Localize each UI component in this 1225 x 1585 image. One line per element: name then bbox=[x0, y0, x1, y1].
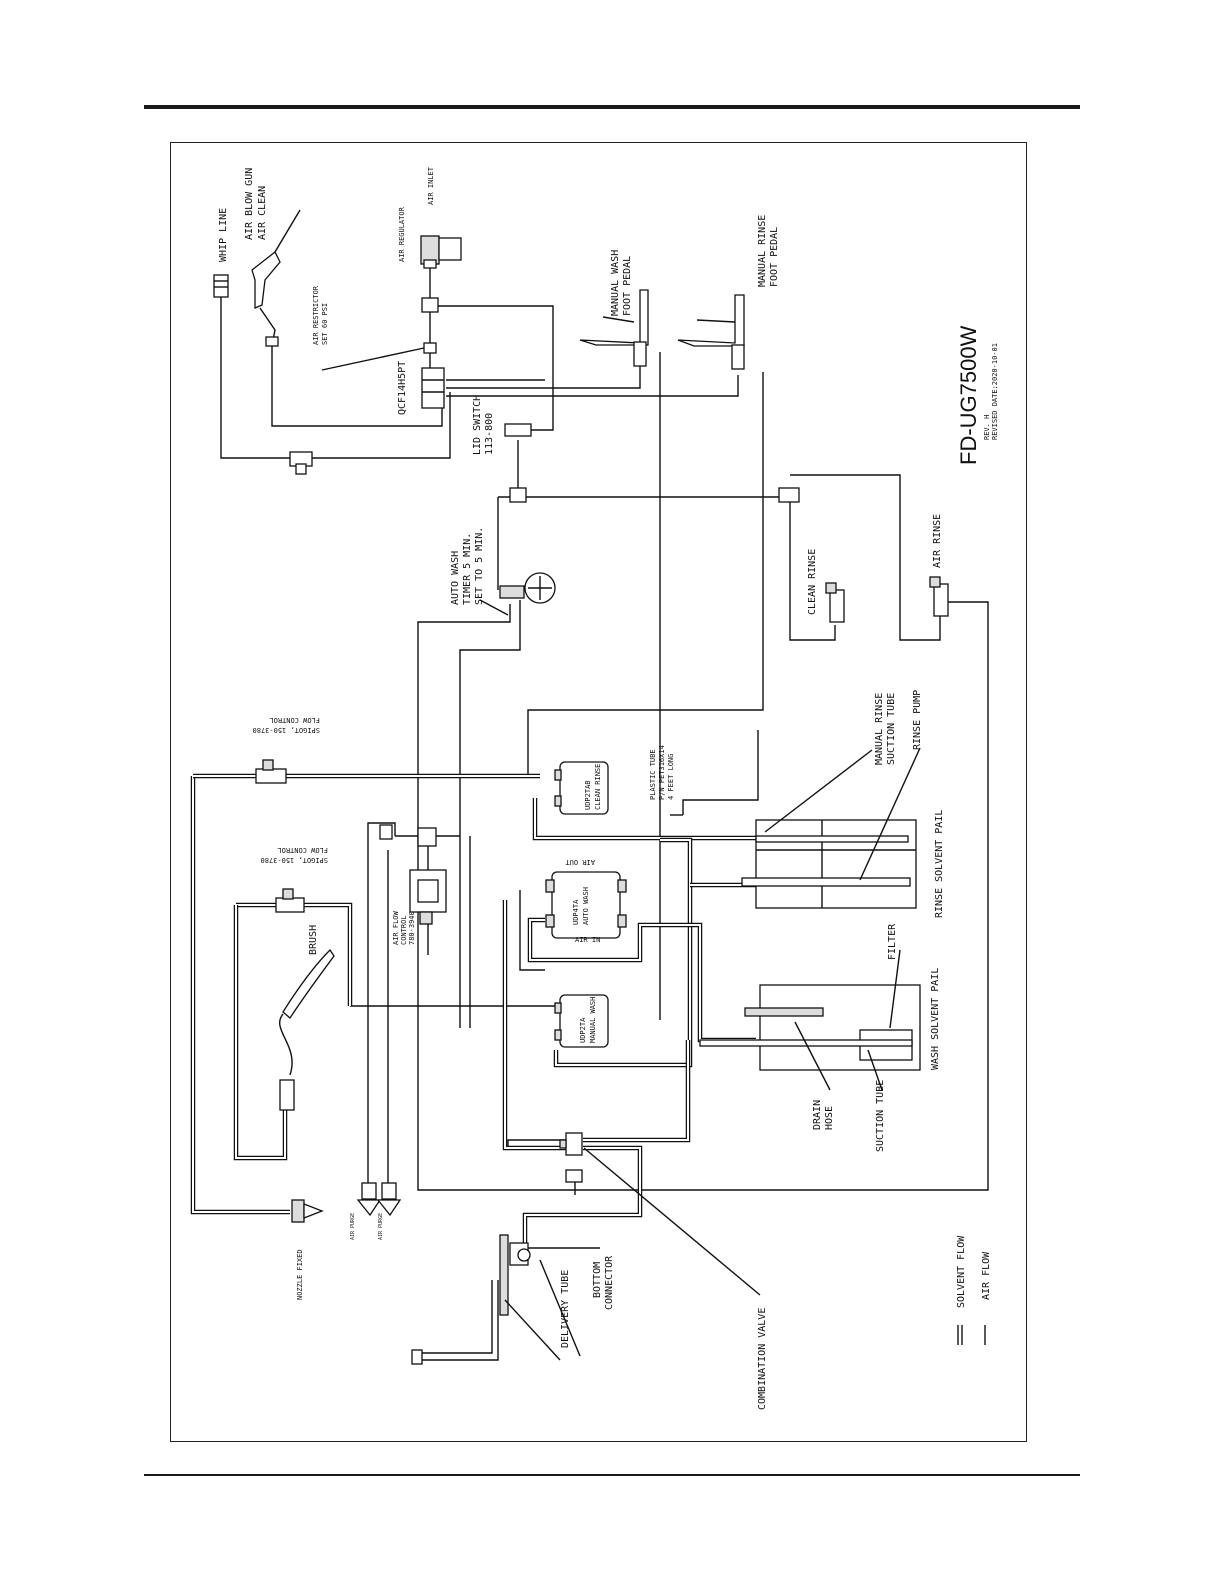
wash-solvent-pail bbox=[699, 984, 921, 1071]
label-delivery-tube: DELIVERY TUBE bbox=[560, 1270, 571, 1348]
label-flow-control-mid-1: FLOW CONTROL bbox=[277, 846, 328, 854]
revised-date-label: REVISED DATE:2020-10-01 bbox=[991, 343, 999, 440]
model-title: FD-UG7500W bbox=[956, 325, 981, 465]
diagram-frame bbox=[170, 142, 1027, 1442]
auto-wash-timer bbox=[499, 572, 556, 604]
brush bbox=[279, 948, 335, 1111]
label-air-purge-2: AIR PURGE bbox=[378, 1213, 384, 1240]
manual-wash-pedal bbox=[579, 289, 649, 367]
title-block: FD-UG7500W REV. H REVISED DATE:2020-10-0… bbox=[956, 325, 999, 465]
label-clean-rinse: CLEAN RINSE bbox=[807, 549, 818, 615]
label-plastic-tube-1: PLASTIC TUBE bbox=[649, 749, 657, 800]
label-manual-wash-2: FOOT PEDAL bbox=[622, 256, 633, 316]
labels: WHIP LINE AIR BLOW GUN AIR CLEAN AIR RES… bbox=[218, 166, 945, 1410]
manifold-qcf bbox=[421, 297, 445, 409]
label-plastic-tube-3: 4 FEET LONG bbox=[667, 754, 675, 800]
label-flow-control-top-1: FLOW CONTROL bbox=[269, 716, 320, 724]
label-air-regulator: AIR REGULATOR bbox=[398, 206, 406, 262]
air-purge-fittings bbox=[356, 1182, 402, 1217]
bottom-connector-delivery bbox=[411, 1234, 531, 1365]
leader-lines bbox=[321, 316, 921, 1361]
label-set-60-psi: SET 60 PSI bbox=[321, 303, 329, 345]
label-drain-hose-1: DRAIN bbox=[812, 1100, 823, 1130]
label-suction-tube: SUCTION TUBE bbox=[875, 1080, 886, 1152]
revision-label: REV. H bbox=[983, 415, 991, 440]
label-auto-wash-3: SET TO 5 MIN. bbox=[474, 527, 485, 605]
nozzle-fixed bbox=[291, 1199, 324, 1223]
label-filter: FILTER bbox=[887, 923, 898, 960]
whip-line-fitting bbox=[213, 274, 313, 475]
label-whip-line: WHIP LINE bbox=[218, 208, 229, 262]
label-air-restrictor: AIR RESTRICTOR bbox=[312, 285, 320, 345]
label-pump-clean-rinse-1: UDP2TAB bbox=[584, 780, 592, 810]
label-air-rinse: AIR RINSE bbox=[932, 514, 943, 568]
label-pump-auto-wash-2: AUTO WASH bbox=[582, 887, 590, 925]
lid-switch bbox=[504, 423, 800, 503]
bottom-rule bbox=[144, 1474, 1080, 1476]
label-air-out: AIR OUT bbox=[565, 858, 595, 866]
label-auto-wash-2: TIMER 5 MIN. bbox=[462, 533, 473, 605]
label-air-flow-control-3: 780-3940 bbox=[408, 911, 416, 945]
label-lid-switch: LID SWITCH bbox=[472, 395, 483, 455]
air-flow-control-unit bbox=[379, 824, 447, 925]
air-blow-gun bbox=[251, 209, 301, 347]
label-drain-hose-2: HOSE bbox=[824, 1106, 835, 1130]
manual-rinse-pedal bbox=[677, 294, 745, 370]
label-manual-rinse-2: FOOT PEDAL bbox=[769, 227, 780, 287]
flow-control-spigot-top bbox=[255, 759, 287, 784]
label-lid-switch-pn: 113-800 bbox=[484, 413, 495, 455]
label-nozzle-fixed: NOZZLE FIXED bbox=[296, 1249, 304, 1300]
legend-air-flow: AIR FLOW bbox=[981, 1251, 992, 1300]
solvent-flow-lines bbox=[190, 773, 760, 1250]
label-manual-rinse-1: MANUAL RINSE bbox=[757, 215, 768, 287]
label-manual-rinse-suction-1: MANUAL RINSE bbox=[874, 693, 885, 765]
label-flow-control-mid-2: SPIGOT, 150-3780 bbox=[261, 856, 328, 864]
label-combination-valve: COMBINATION VALVE bbox=[757, 1308, 768, 1410]
air-rinse-valve bbox=[929, 576, 949, 617]
label-air-inlet: AIR INLET bbox=[427, 166, 435, 205]
label-bottom-connector-2: CONNECTOR bbox=[604, 1255, 615, 1310]
label-auto-wash-1: AUTO WASH bbox=[450, 551, 461, 605]
label-pump-clean-rinse-2: CLEAN RINSE bbox=[594, 764, 602, 810]
label-air-clean: AIR CLEAN bbox=[257, 186, 268, 240]
label-pump-manual-wash-2: MANUAL WASH bbox=[589, 997, 597, 1043]
label-rinse-pump: RINSE PUMP bbox=[912, 690, 923, 750]
pump-auto-wash bbox=[545, 871, 627, 939]
label-air-flow-control-1: AIR FLOW bbox=[392, 910, 400, 945]
label-air-purge-1: AIR PURGE bbox=[350, 1213, 356, 1240]
label-air-in: AIR IN bbox=[575, 936, 600, 944]
label-manual-wash-1: MANUAL WASH bbox=[610, 250, 621, 316]
clean-rinse-valve bbox=[825, 582, 845, 623]
rinse-solvent-pail bbox=[741, 819, 917, 909]
label-brush: BRUSH bbox=[308, 925, 319, 955]
label-plastic-tube-2: P/N PET316X14 bbox=[658, 745, 666, 800]
label-air-blow-gun: AIR BLOW GUN bbox=[244, 168, 255, 240]
label-pump-auto-wash-1: UDP4TA bbox=[572, 899, 580, 925]
label-manual-rinse-suction-2: SUCTION TUBE bbox=[886, 693, 897, 765]
pump-manual-wash bbox=[554, 994, 609, 1048]
legend: SOLVENT FLOW AIR FLOW bbox=[956, 1235, 992, 1345]
air-regulator bbox=[420, 235, 462, 269]
label-flow-control-top-2: SPIGOT, 150-3780 bbox=[253, 726, 320, 734]
label-qcf: QCF14H5PT bbox=[397, 361, 408, 415]
label-bottom-connector-1: BOTTOM bbox=[592, 1262, 603, 1298]
combination-valve bbox=[559, 1132, 583, 1183]
pump-clean-rinse bbox=[554, 761, 609, 815]
label-rinse-solvent-pail: RINSE SOLVENT PAIL bbox=[934, 810, 945, 918]
label-air-flow-control-2: CONTROL bbox=[400, 915, 408, 945]
legend-solvent-flow: SOLVENT FLOW bbox=[956, 1235, 967, 1308]
label-pump-manual-wash-1: UDP2TA bbox=[579, 1017, 587, 1043]
top-rule bbox=[144, 105, 1080, 109]
label-wash-solvent-pail: WASH SOLVENT PAIL bbox=[930, 968, 941, 1070]
air-flow-lines bbox=[220, 265, 989, 1200]
flow-control-spigot-mid bbox=[275, 888, 305, 913]
